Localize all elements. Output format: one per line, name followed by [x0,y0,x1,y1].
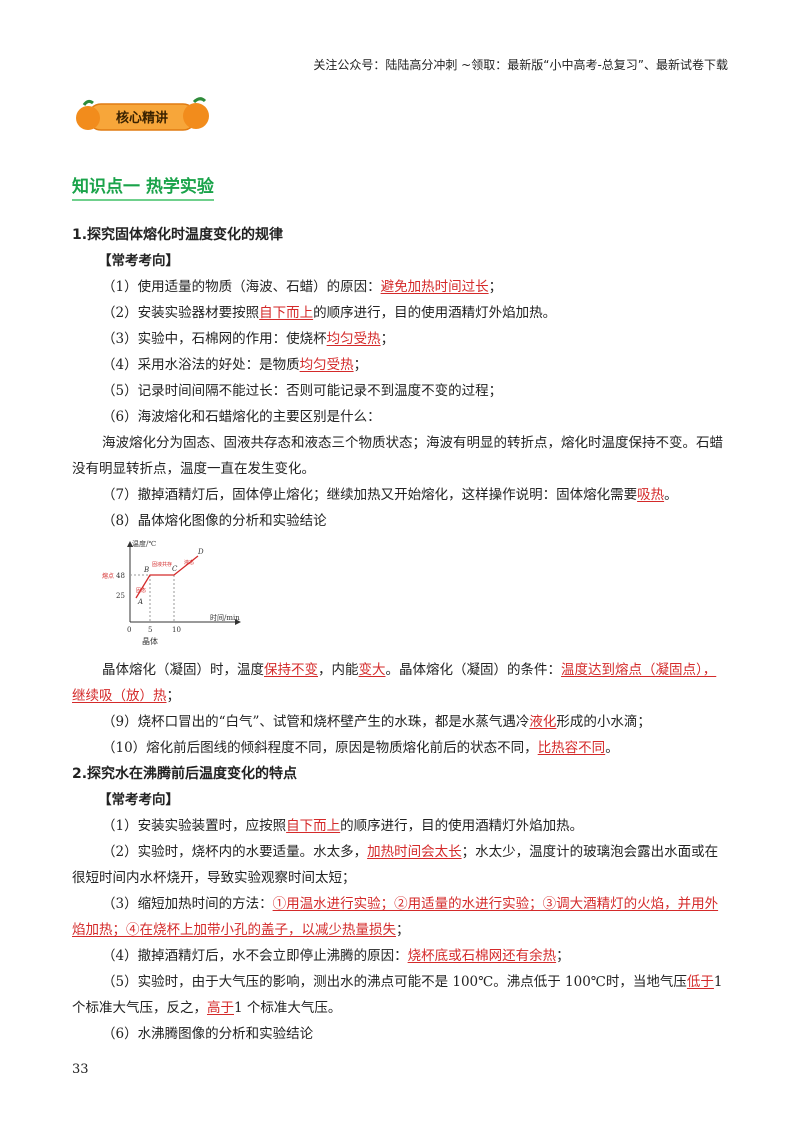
answer: 液化 [529,714,557,730]
x-tick: 0 [127,626,131,634]
answer: ①用温水进行实验；②用适量的水进行实验；③调大酒精灯的火焰，并用外焰加热；④在烧… [72,896,719,938]
part2-item: （1）安装实验装置时，应按照自下而上的顺序进行，目的使用酒精灯外焰加热。 [102,818,584,834]
melting-graph: 温度/℃ 时间/min 48 25 熔点 0 5 10 A B C D 固液共存… [102,539,241,646]
graph-caption: 晶体 [142,636,158,646]
answer: 避免加热时间过长 [380,279,489,295]
point-label: D [197,548,204,556]
x-axis-label: 时间/min [210,613,240,622]
part1-conclusion: 晶体熔化（凝固）时，温度保持不变，内能变大。晶体熔化（凝固）的条件：温度达到熔点… [72,662,717,704]
section-title: 知识点一 热学实验 [72,172,214,201]
state-label: 固态 [136,587,146,594]
part2-item: （5）实验时，由于大气压的影响，测出水的沸点可能不是 100℃。沸点低于 100… [72,974,723,1016]
orange-icon [76,106,100,130]
answer: 均匀受热 [326,331,381,347]
part2-item: （3）缩短加热时间的方法：①用温水进行实验；②用适量的水进行实验；③调大酒精灯的… [72,896,719,938]
part1-item: （9）烧杯口冒出的“白气”、试管和烧杯壁产生的水珠，都是水蒸气遇冷液化形成的小水… [102,714,651,730]
y-axis-label: 温度/℃ [132,539,156,548]
melting-curve [135,555,199,599]
part2-item: （2）实验时，烧杯内的水要适量。水太多，加热时间会太长；水太少，温度计的玻璃泡会… [72,844,719,886]
part1-title: 1.探究固体熔化时温度变化的规律 [72,227,284,243]
point-label: C [172,565,178,573]
part2-tag: 【常考考向】 [98,792,179,808]
point-label: A [137,598,143,606]
part1-explanation: 海波熔化分为固态、固液共存态和液态三个物质状态；海波有明显的转折点，熔化时温度保… [72,435,723,477]
answer: 低于 [686,974,714,990]
answer: 比热容不同 [537,740,606,756]
part1-tag: 【常考考向】 [98,253,179,269]
part1-item: （3）实验中，石棉网的作用：使烧杯均匀受热； [102,331,395,347]
y-tick: 48 [116,572,125,580]
part1-item: （1）使用适量的物质（海波、石蜡）的原因：避免加热时间过长； [102,279,503,295]
x-tick: 10 [172,626,181,634]
answer: 均匀受热 [299,357,354,373]
answer: 自下而上 [286,818,341,834]
answer: 高于 [207,1000,234,1016]
part1-item: （2）安装实验器材要按照自下而上的顺序进行，目的使用酒精灯外焰加热。 [102,305,557,321]
y-mark: 熔点 [102,572,114,580]
part1-item: （10）熔化前后图线的倾斜程度不同，原因是物质熔化前后的状态不同，比热容不同。 [102,740,619,756]
part1-item: （4）采用水浴法的好处：是物质均匀受热； [102,357,368,373]
page-number: 33 [72,1062,89,1077]
main-content: 1.探究固体熔化时温度变化的规律 【常考考向】 （1）使用适量的物质（海波、石蜡… [72,222,728,1047]
page-header: 关注公众号：陆陆高分冲刺 ~领取：最新版“小中高考-总复习”、最新试卷下载 [313,58,728,72]
x-tick: 5 [148,626,152,634]
part2-item: （6）水沸腾图像的分析和实验结论 [102,1026,314,1042]
part1-item: （7）撤掉酒精灯后，固体停止熔化；继续加热又开始熔化，这样操作说明：固体熔化需要… [102,487,678,503]
part2-title: 2.探究水在沸腾前后温度变化的特点 [72,766,298,782]
state-label: 固液共存 [152,561,172,568]
part1-item: （6）海波熔化和石蜡熔化的主要区别是什么： [102,409,381,425]
point-label: B [143,566,149,574]
y-tick: 25 [116,592,125,600]
answer: 温度达到熔点（凝固点），继续吸（放）热 [72,662,717,704]
part2-item: （4）撤掉酒精灯后，水不会立即停止沸腾的原因：烧杯底或石棉网还有余热； [102,948,570,964]
state-label: 液态 [184,559,194,566]
answer: 烧杯底或石棉网还有余热 [407,948,557,964]
answer: 保持不变 [264,662,318,678]
section-badge: 核心精讲 [76,97,209,131]
orange-icon [183,103,209,129]
answer: 自下而上 [259,305,314,321]
answer: 吸热 [637,487,665,503]
answer: 加热时间会太长 [367,844,462,860]
badge-label: 核心精讲 [116,110,168,126]
answer: 变大 [358,662,386,678]
part1-item: （5）记录时间间隔不能过长：否则可能记录不到温度不变的过程； [102,383,503,399]
part1-item: （8）晶体熔化图像的分析和实验结论 [102,513,327,529]
